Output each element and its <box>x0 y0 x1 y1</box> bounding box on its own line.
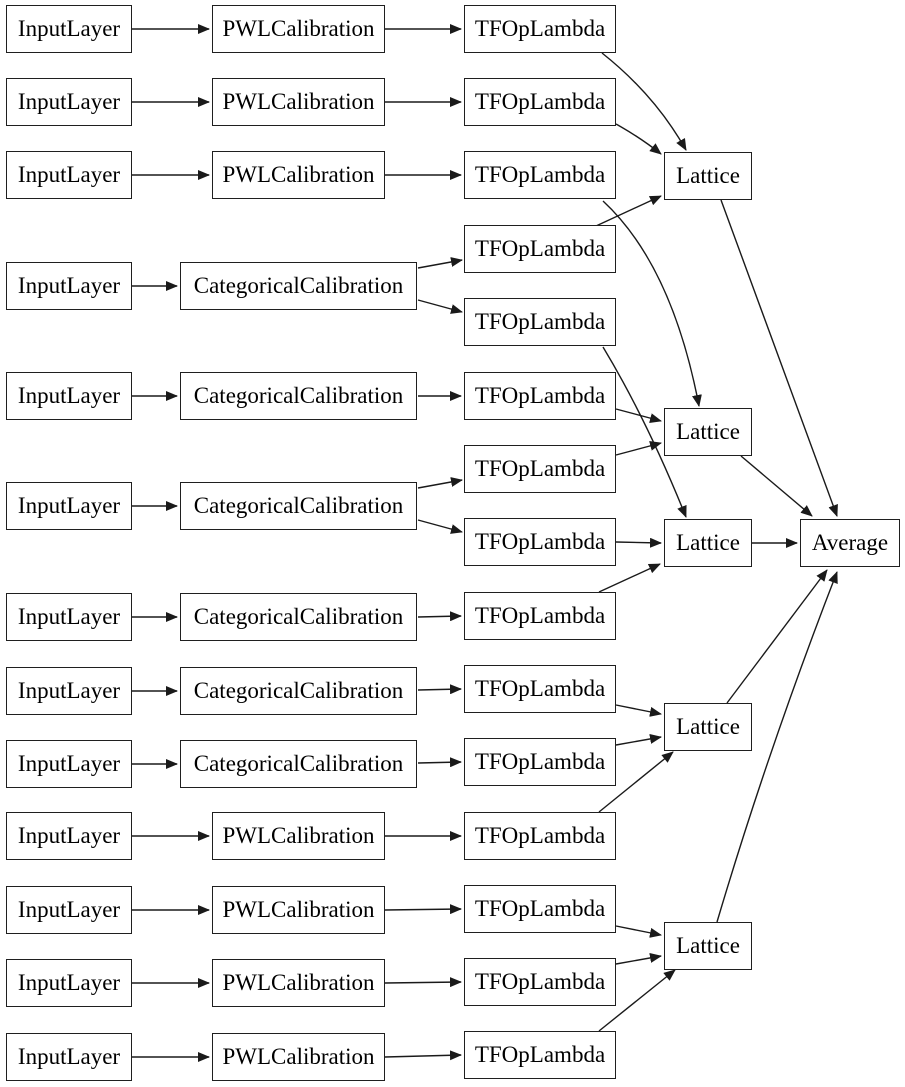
node-tf1: TFOpLambda <box>464 5 616 53</box>
node-lat1: Lattice <box>664 152 752 200</box>
node-tf11: TFOpLambda <box>464 738 616 786</box>
edge-cat1-tf5 <box>417 299 463 314</box>
edge-lat2-avg <box>740 455 813 517</box>
node-in11: InputLayer <box>6 886 132 934</box>
node-in3: InputLayer <box>6 151 132 199</box>
edge-tf8-lat3 <box>615 537 662 548</box>
edge-cat3-tf7 <box>417 477 463 489</box>
node-pwl3: PWLCalibration <box>212 151 385 199</box>
node-pwl1: PWLCalibration <box>212 5 385 53</box>
node-lat4: Lattice <box>664 703 752 751</box>
node-in1: InputLayer <box>6 5 132 53</box>
node-tf3: TFOpLambda <box>464 151 616 199</box>
edge-tf2-lat1 <box>615 123 662 155</box>
edge-tf5-lat3 <box>602 346 687 518</box>
node-pwl2: PWLCalibration <box>212 78 385 126</box>
node-tf12: TFOpLambda <box>464 812 616 860</box>
node-in8: InputLayer <box>6 667 132 715</box>
node-tf8: TFOpLambda <box>464 518 616 566</box>
edge-cat3-tf8 <box>417 519 463 534</box>
node-pwl7: PWLCalibration <box>212 1033 385 1081</box>
node-lat3: Lattice <box>664 519 752 567</box>
edge-tf4-lat1 <box>595 195 662 227</box>
node-in4: InputLayer <box>6 262 132 310</box>
edge-tf1-lat1 <box>601 52 687 151</box>
node-in2: InputLayer <box>6 78 132 126</box>
node-tf6: TFOpLambda <box>464 372 616 420</box>
node-cat3: CategoricalCalibration <box>180 482 417 530</box>
node-tf2: TFOpLambda <box>464 78 616 126</box>
node-cat1: CategoricalCalibration <box>180 262 417 310</box>
edge-tf10-lat4 <box>615 704 662 717</box>
node-cat2: CategoricalCalibration <box>180 372 417 420</box>
node-pwl5: PWLCalibration <box>212 886 385 934</box>
edge-tf11-lat4 <box>615 734 662 746</box>
edge-cat4-tf9 <box>417 611 462 622</box>
edge-tf12-lat4 <box>598 751 674 813</box>
node-tf13: TFOpLambda <box>464 885 616 933</box>
node-in12: InputLayer <box>6 959 132 1007</box>
edge-lat5-avg <box>716 571 838 923</box>
edge-tf14-lat5 <box>615 953 662 965</box>
node-cat6: CategoricalCalibration <box>180 740 417 788</box>
node-cat4: CategoricalCalibration <box>180 593 417 641</box>
edge-tf15-lat5 <box>598 969 676 1032</box>
node-lat5: Lattice <box>664 922 752 970</box>
node-cat5: CategoricalCalibration <box>180 667 417 715</box>
node-tf7: TFOpLambda <box>464 445 616 493</box>
node-tf9: TFOpLambda <box>464 592 616 640</box>
node-in13: InputLayer <box>6 1033 132 1081</box>
edge-group <box>132 24 838 1062</box>
edge-pwl5-tf13 <box>384 904 462 915</box>
edge-pwl7-tf15 <box>384 1050 462 1061</box>
edge-lat1-avg <box>720 199 838 517</box>
node-in5: InputLayer <box>6 372 132 420</box>
edge-tf9-lat3 <box>598 563 661 593</box>
node-tf14: TFOpLambda <box>464 958 616 1006</box>
node-in6: InputLayer <box>6 482 132 530</box>
node-tf5: TFOpLambda <box>464 298 616 346</box>
node-pwl4: PWLCalibration <box>212 812 385 860</box>
node-avg: Average <box>800 519 900 567</box>
edge-tf6-lat2 <box>615 408 662 423</box>
edge-cat1-tf4 <box>417 257 463 269</box>
node-tf15: TFOpLambda <box>464 1031 616 1079</box>
node-tf10: TFOpLambda <box>464 665 616 713</box>
edge-tf13-lat5 <box>615 925 662 938</box>
edge-tf3-lat2 <box>602 200 702 407</box>
node-lat2: Lattice <box>664 408 752 456</box>
edge-cat5-tf10 <box>417 684 462 695</box>
node-pwl6: PWLCalibration <box>212 959 385 1007</box>
edge-cat6-tf11 <box>417 757 462 768</box>
node-tf4: TFOpLambda <box>464 225 616 273</box>
node-in9: InputLayer <box>6 740 132 788</box>
edge-tf7-lat2 <box>615 441 662 456</box>
node-in7: InputLayer <box>6 593 132 641</box>
edge-pwl6-tf14 <box>384 977 462 988</box>
node-in10: InputLayer <box>6 812 132 860</box>
edge-lat4-avg <box>726 569 828 704</box>
